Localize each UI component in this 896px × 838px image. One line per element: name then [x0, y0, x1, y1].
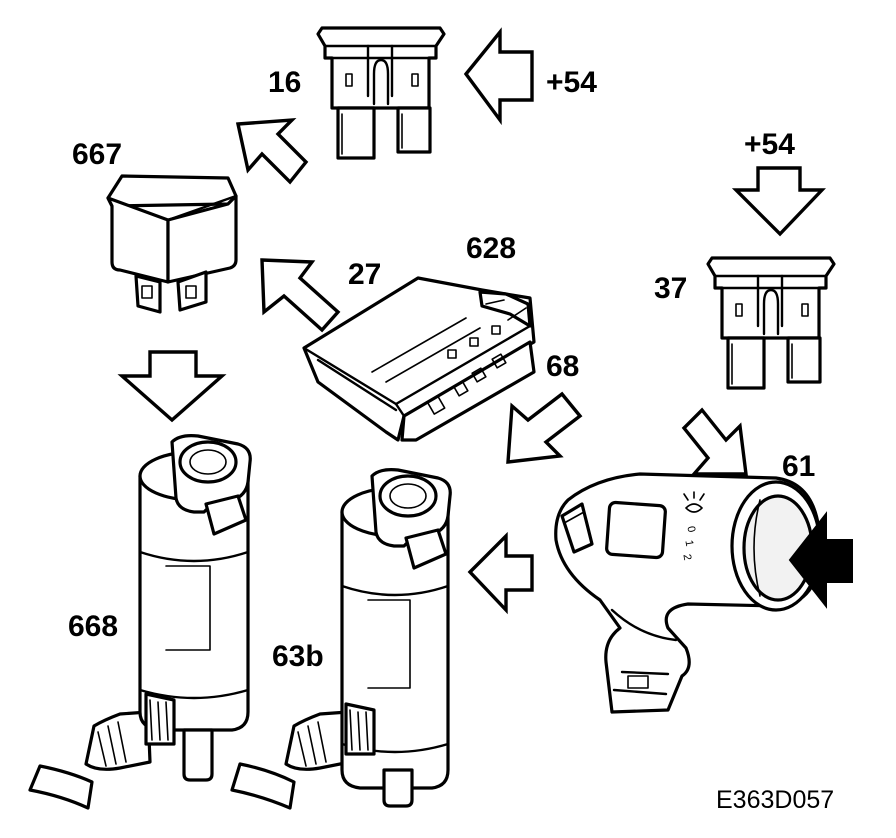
figure-code: E363D057 — [716, 786, 834, 814]
washer-pump-63b — [230, 468, 452, 810]
washer-pump-668 — [28, 434, 252, 810]
fuse-16 — [316, 26, 446, 160]
relay-667 — [106, 174, 238, 314]
arrow-switch-to-pump-icon — [467, 531, 534, 615]
stalk-marking-2: 2 — [680, 553, 693, 561]
stalk-marking-0: 0 — [684, 525, 697, 533]
label-pump-668: 668 — [68, 610, 118, 643]
label-relay-667: 667 — [72, 138, 122, 171]
label-switch-61: 61 — [782, 450, 815, 483]
arrow-fuse16-to-relay-icon — [235, 117, 309, 185]
stalk-marking-1: 1 — [682, 539, 695, 547]
label-fuse-37: 37 — [654, 272, 687, 305]
push-button-arrow-icon — [788, 511, 853, 609]
arrow-relay-to-pump-icon — [117, 350, 227, 423]
stalk-switch-61: 0 1 2 — [554, 472, 822, 714]
label-fuse-16: 16 — [268, 66, 301, 99]
arrow-switch-to-module-icon — [506, 391, 583, 464]
label-module-27: 27 — [348, 258, 381, 291]
label-supply-top: +54 — [546, 66, 597, 99]
label-pump-63b: 63b — [272, 640, 324, 673]
control-module-628 — [302, 276, 536, 442]
washer-symbol-icon — [683, 491, 705, 513]
supply-arrow-top-icon — [463, 27, 534, 126]
fuse-37 — [706, 256, 836, 390]
arrow-fuse37-to-switch-icon — [681, 407, 748, 476]
label-module-628: 628 — [466, 232, 516, 265]
arrow-module-to-relay-icon — [260, 258, 341, 333]
label-connector-68: 68 — [546, 350, 579, 383]
label-supply-right: +54 — [744, 128, 795, 161]
supply-arrow-right-icon — [731, 166, 826, 237]
